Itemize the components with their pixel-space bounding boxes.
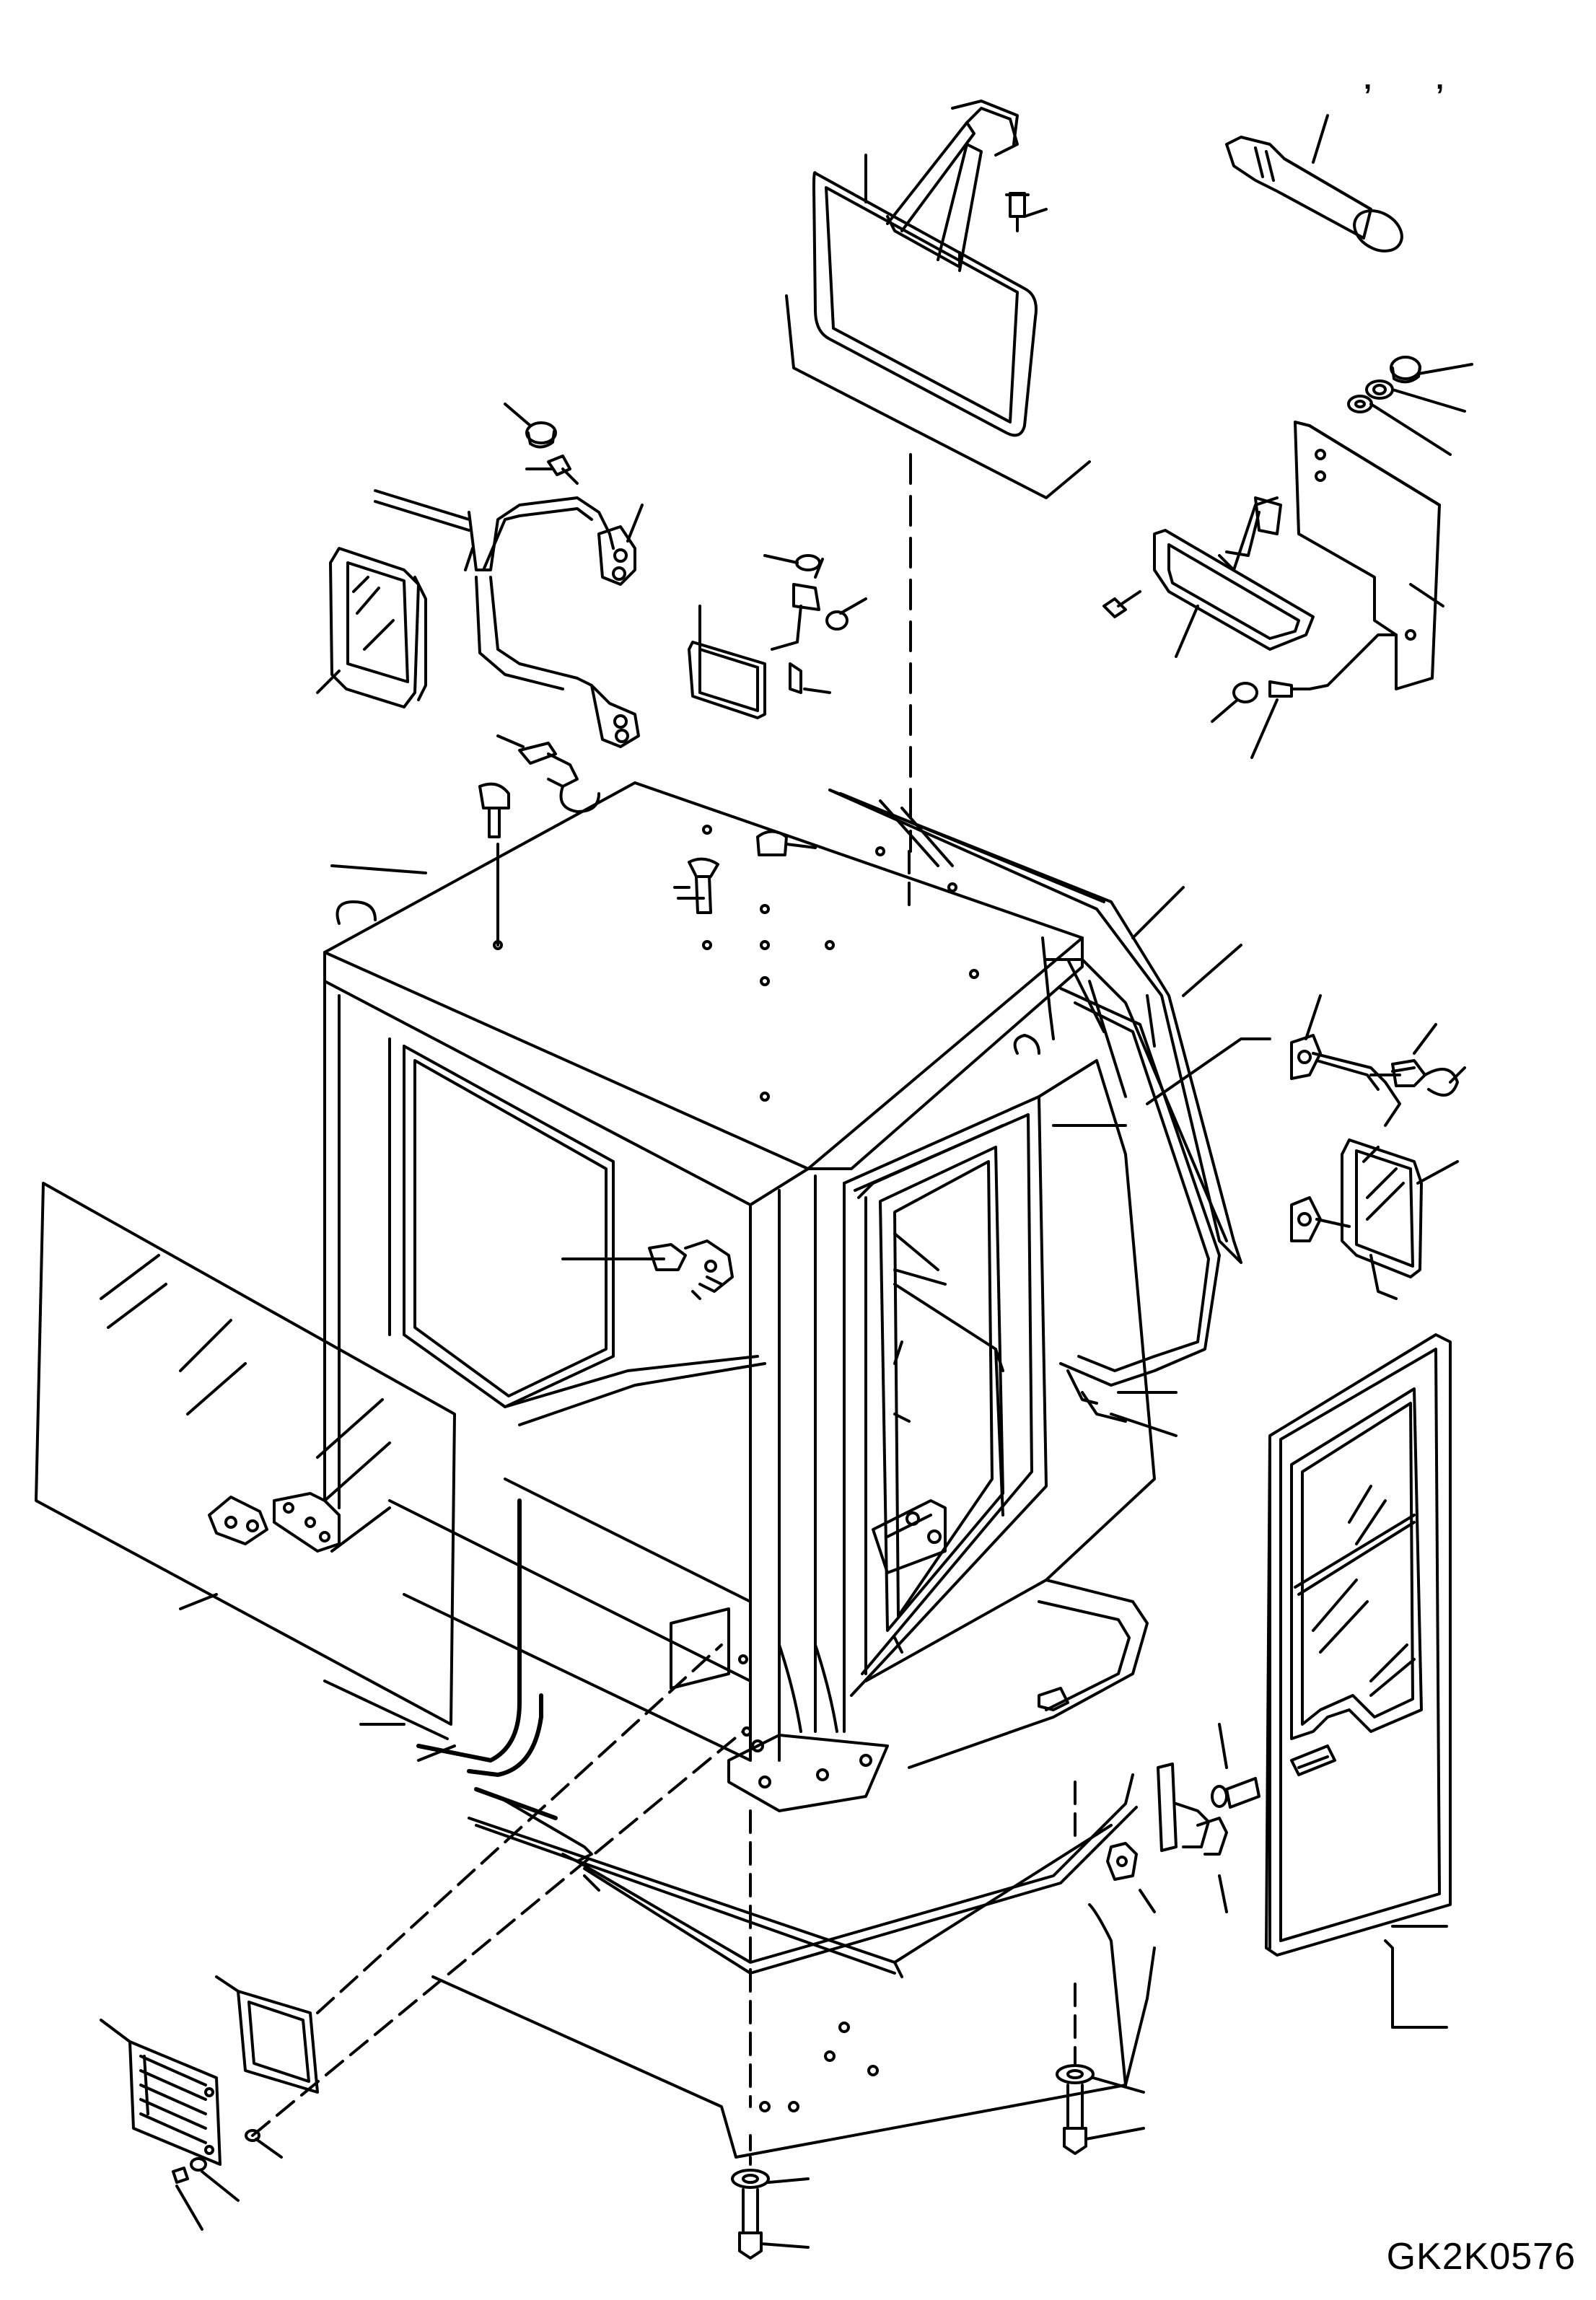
leader-door-striker-c <box>1139 1889 1156 1913</box>
cap-nut <box>1390 356 1421 384</box>
sealant-tube <box>1225 136 1403 253</box>
leader-screw-b <box>201 2170 240 2202</box>
floor-seal <box>576 1773 1138 1975</box>
visor-screw <box>1005 192 1030 232</box>
leader-glass-seal-c <box>1110 1413 1178 1437</box>
leader-plate <box>1409 583 1444 607</box>
leader-rear-mirror <box>1175 605 1199 658</box>
leader-screw-a <box>255 2138 283 2159</box>
leader-mount-right-b <box>1084 2127 1145 2141</box>
vent-louver <box>128 2040 222 2166</box>
roof-screw <box>688 857 719 914</box>
mount-bolt-center <box>731 2169 770 2260</box>
mirror-stay <box>374 489 640 748</box>
leader-weather-strip <box>583 1874 600 1892</box>
leader-side-mirror-left <box>316 670 341 694</box>
leader-small-mirror-a <box>763 554 799 564</box>
small-mirror <box>688 554 849 719</box>
leader-lock-bracket-b <box>691 1290 701 1300</box>
leader-bolt-lower <box>1211 698 1239 723</box>
leader-eyebolt <box>496 734 525 748</box>
lifting-eye-bolt <box>518 742 600 813</box>
weather-strip <box>474 1787 593 1863</box>
mirror-bolt-upper <box>1102 590 1141 618</box>
cab-structure <box>273 781 1156 1978</box>
leader-rear-glass-b <box>1182 944 1242 997</box>
mirror-stay-plate <box>1294 421 1441 690</box>
leader-washer <box>1369 403 1452 456</box>
nut <box>1365 379 1394 400</box>
leader-mount-center-b <box>760 2242 810 2249</box>
vent-dash-1 <box>316 1643 723 2014</box>
screw <box>172 2129 260 2184</box>
cap-nut-left <box>525 421 557 449</box>
rear-mirror <box>1153 496 1315 651</box>
mirror-bolt-lower <box>1232 680 1311 703</box>
leader-stay-plate-2 <box>1308 633 1398 690</box>
leader-capnut-left <box>504 403 532 427</box>
leader-side-mirror-right-d <box>1416 1160 1459 1185</box>
leader-small-mirror-b <box>814 558 824 579</box>
door-striker <box>1106 1763 1228 1881</box>
floor-plate <box>431 1903 1156 2159</box>
vent-gasket <box>237 1990 319 2094</box>
roof-plug <box>756 830 788 856</box>
leader-stay-left <box>626 504 644 543</box>
side-mirror-right <box>1290 1034 1459 1300</box>
roof-bolt <box>478 782 510 838</box>
washer <box>1347 395 1373 413</box>
leader-side-mirror-right-b <box>1413 1023 1437 1055</box>
side-mirror-left <box>329 547 427 708</box>
leader-screw-c <box>175 2185 203 2231</box>
leader-bolt-lower-2 <box>1250 698 1279 759</box>
drawing-code: GK2K0576 <box>1386 2236 1576 2278</box>
front-glass <box>35 1182 456 1740</box>
leader-plug <box>785 843 817 849</box>
vent-dash-2 <box>251 1730 745 2137</box>
leader-side-mirror-right-c <box>1449 1066 1466 1084</box>
lock-bracket <box>648 1239 734 1293</box>
leader-mount-center-a <box>767 2177 810 2184</box>
leader-door-striker-b <box>1218 1874 1228 1913</box>
leader-vent-gasket <box>215 1975 240 1993</box>
leader-side-mirror-right-a <box>1305 994 1322 1040</box>
rear-glass <box>828 789 1242 1264</box>
leader-glass-seal-a <box>1146 1037 1271 1105</box>
leader-door <box>1384 1939 1448 2029</box>
leader-visor-screw <box>1023 208 1048 218</box>
leader-door-striker-a <box>1218 1723 1228 1769</box>
leader-mount-right-a <box>1092 2076 1145 2094</box>
header-mark-1: , <box>1364 63 1372 95</box>
leader-visor-bracket <box>785 294 1091 499</box>
door-assembly <box>1265 1333 1452 1957</box>
glass-seal <box>1059 987 1221 1423</box>
leader-small-mirror-c <box>839 597 867 615</box>
leader-sealant <box>1312 114 1329 164</box>
leader-vent-louver <box>100 2019 131 2043</box>
leader-capnut <box>1417 363 1473 375</box>
leader-small-mirror-d <box>803 688 831 694</box>
header-mark-2: , <box>1436 63 1444 95</box>
door-bolt <box>1211 1777 1260 1809</box>
leader-plate-1 <box>330 864 427 874</box>
mount-bolt-right <box>1056 2064 1095 2155</box>
leader-front-glass-c <box>417 1744 456 1762</box>
leader-front-glass <box>179 1593 218 1610</box>
mirror-bolt-left <box>547 455 579 485</box>
leader-rear-glass <box>1131 886 1185 939</box>
sun-visor <box>812 100 1038 437</box>
leader-nut <box>1391 388 1466 413</box>
